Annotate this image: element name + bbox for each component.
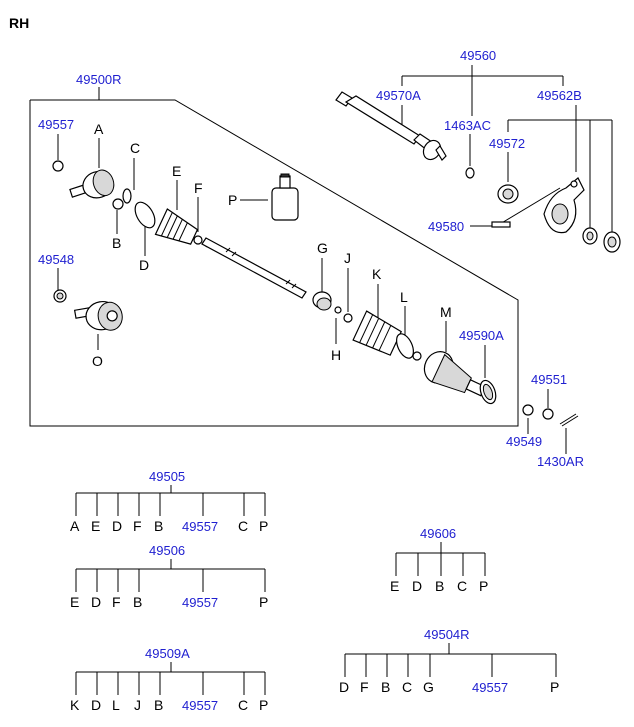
kit-49606: 49606 E D B C P: [390, 526, 488, 594]
kit-49509A-item[interactable]: D: [91, 697, 101, 713]
callout-49590A[interactable]: 49590A: [459, 328, 504, 343]
callout-49562B[interactable]: 49562B: [537, 88, 582, 103]
kit-49505: 49505 A E D F B 49557 C P: [70, 469, 268, 534]
callout-49500R[interactable]: 49500R: [76, 72, 122, 87]
kit-49506: 49506 E D F B 49557 P: [70, 543, 268, 610]
kit-49606-item[interactable]: B: [435, 578, 444, 594]
assembly-outline: [29, 87, 519, 427]
kit-49504R-item[interactable]: 49557: [472, 680, 508, 695]
kit-49505-item[interactable]: C: [238, 518, 248, 534]
kit-49504R-number[interactable]: 49504R: [424, 627, 470, 642]
kit-49504R: 49504R D F B C G 49557 P: [339, 627, 559, 695]
callout-1430AR[interactable]: 1430AR: [537, 454, 584, 469]
kit-49505-item[interactable]: B: [154, 518, 163, 534]
callout-49549[interactable]: 49549: [506, 434, 542, 449]
letter-G[interactable]: G: [317, 240, 328, 256]
kit-49505-item[interactable]: 49557: [182, 519, 218, 534]
kit-49506-item[interactable]: 49557: [182, 595, 218, 610]
kit-49506-item[interactable]: F: [112, 594, 121, 610]
kit-49505-item[interactable]: E: [91, 518, 100, 534]
kit-49504R-item[interactable]: D: [339, 679, 349, 695]
kit-49509A-item[interactable]: B: [154, 697, 163, 713]
kit-49509A: 49509A K D L J B 49557 C P: [70, 646, 268, 713]
letter-P[interactable]: P: [228, 192, 237, 208]
letter-A[interactable]: A: [94, 121, 104, 137]
callout-49572[interactable]: 49572: [489, 136, 525, 151]
letter-J[interactable]: J: [344, 250, 351, 266]
kit-49606-item[interactable]: E: [390, 578, 399, 594]
kit-49505-item[interactable]: P: [259, 518, 268, 534]
kit-49509A-item[interactable]: J: [134, 697, 141, 713]
kit-49506-item[interactable]: D: [91, 594, 101, 610]
letter-H[interactable]: H: [331, 347, 341, 363]
callout-49551[interactable]: 49551: [531, 372, 567, 387]
kit-49509A-number[interactable]: 49509A: [145, 646, 190, 661]
kit-49506-number[interactable]: 49506: [149, 543, 185, 558]
kit-49504R-item[interactable]: C: [402, 679, 412, 695]
callout-1463AC[interactable]: 1463AC: [444, 118, 491, 133]
callout-49570A[interactable]: 49570A: [376, 88, 421, 103]
letter-F[interactable]: F: [194, 180, 203, 196]
kit-49505-item[interactable]: D: [112, 518, 122, 534]
letter-L[interactable]: L: [400, 289, 408, 305]
kit-49606-number[interactable]: 49606: [420, 526, 456, 541]
left-inner-joint-parts: [52, 160, 307, 299]
kit-49606-item[interactable]: D: [412, 578, 422, 594]
kit-49506-item[interactable]: P: [259, 594, 268, 610]
left-joint-O: [53, 289, 123, 331]
kit-49606-item[interactable]: C: [457, 578, 467, 594]
kit-49505-number[interactable]: 49505: [149, 469, 185, 484]
kit-49506-item[interactable]: B: [133, 594, 142, 610]
upper-shaft-parts: [335, 91, 621, 253]
callout-49548[interactable]: 49548: [38, 252, 74, 267]
kit-49509A-item[interactable]: L: [112, 697, 120, 713]
tree-49562B: [507, 105, 613, 232]
letter-C[interactable]: C: [130, 140, 140, 156]
callout-49560[interactable]: 49560: [460, 48, 496, 63]
kit-49509A-item[interactable]: K: [70, 697, 80, 713]
callout-49557[interactable]: 49557: [38, 117, 74, 132]
letter-B[interactable]: B: [112, 235, 121, 251]
letter-E[interactable]: E: [172, 163, 181, 179]
kit-49509A-item[interactable]: C: [238, 697, 248, 713]
kit-49504R-item[interactable]: F: [360, 679, 369, 695]
kit-49509A-item[interactable]: 49557: [182, 698, 218, 713]
kit-49509A-item[interactable]: P: [259, 697, 268, 713]
letter-K[interactable]: K: [372, 266, 382, 282]
callout-49580[interactable]: 49580: [428, 219, 464, 234]
right-joint-parts: [312, 291, 497, 405]
kit-49504R-item[interactable]: P: [550, 679, 559, 695]
letter-O[interactable]: O: [92, 353, 103, 369]
letter-M[interactable]: M: [440, 304, 452, 320]
kit-49505-item[interactable]: F: [133, 518, 142, 534]
letter-D[interactable]: D: [139, 257, 149, 273]
kit-49606-item[interactable]: P: [479, 578, 488, 594]
tree-49560: [401, 65, 564, 116]
kit-49506-item[interactable]: E: [70, 594, 79, 610]
diagram-title: RH: [9, 15, 29, 31]
kit-49505-item[interactable]: A: [70, 518, 80, 534]
kit-49504R-item[interactable]: G: [423, 679, 434, 695]
kit-49504R-item[interactable]: B: [381, 679, 390, 695]
nut-pin-parts: [522, 404, 579, 427]
